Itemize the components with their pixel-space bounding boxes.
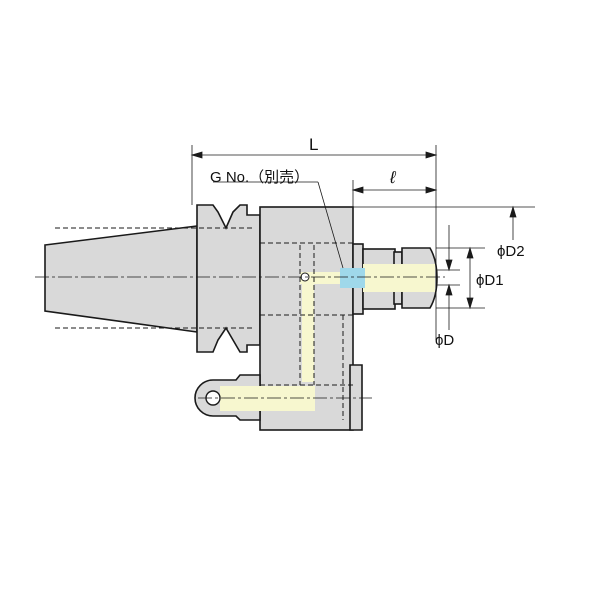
g-no-label: G No.（別売） xyxy=(210,169,310,186)
lower-block xyxy=(349,364,363,431)
dim-label-phi-d1: ϕD1 xyxy=(476,272,504,289)
dimension-lines xyxy=(190,145,535,340)
taper-shank xyxy=(44,225,198,333)
dim-label-phi-d: ϕD xyxy=(435,332,455,349)
dim-label-l: ℓ xyxy=(390,168,396,187)
dim-label-phi-d2: ϕD2 xyxy=(497,243,525,260)
dim-label-L: L xyxy=(309,135,319,154)
flange xyxy=(196,204,261,353)
coolant-channels xyxy=(220,264,435,411)
centerlines xyxy=(35,276,445,399)
